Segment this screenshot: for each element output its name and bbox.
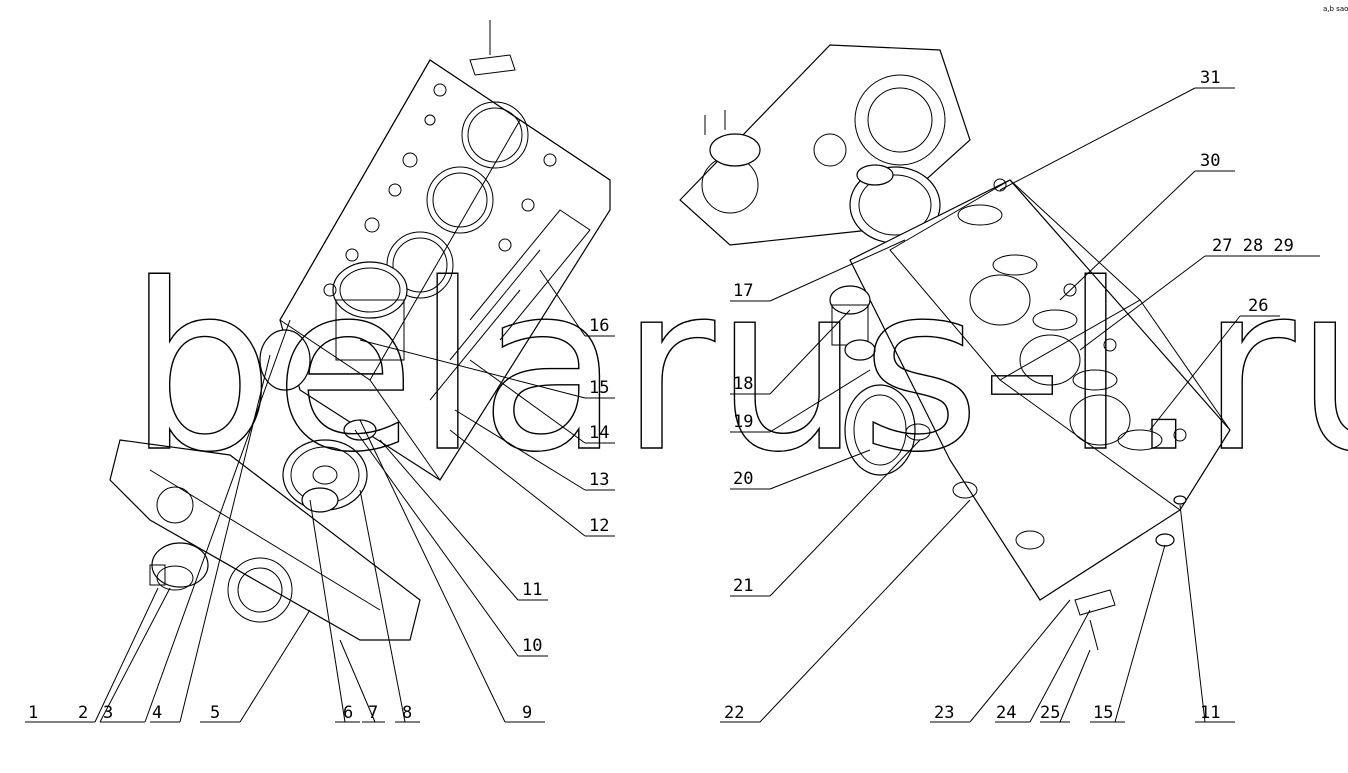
callout-24: 24 <box>996 703 1016 723</box>
callout-12: 12 <box>589 516 609 536</box>
callouts-left-assembly-right: 16 15 14 13 12 11 10 <box>354 269 615 657</box>
callout-10: 10 <box>522 636 542 656</box>
callouts-right-assembly-left: 17 18 19 20 21 <box>730 239 921 597</box>
callout-19: 19 <box>733 412 753 432</box>
callout-23: 23 <box>934 703 954 723</box>
watermark-text: belarus-l.ru <box>128 236 1348 503</box>
callout-26: 26 <box>1248 296 1268 316</box>
callout-15-bottom: 15 <box>1093 703 1113 723</box>
callout-18: 18 <box>733 374 753 394</box>
callout-9: 9 <box>522 703 532 723</box>
callout-1: 1 <box>28 703 38 723</box>
callout-25: 25 <box>1040 703 1060 723</box>
left-front-cover <box>109 439 421 641</box>
right-gear <box>849 164 941 244</box>
left-gear <box>259 329 377 513</box>
callout-4: 4 <box>152 703 162 723</box>
callout-30: 30 <box>1200 151 1220 171</box>
callout-11: 11 <box>522 580 542 600</box>
callouts-right-assembly-bottom: 22 23 24 25 15 11 <box>720 499 1235 723</box>
callout-8: 8 <box>402 703 412 723</box>
callout-22: 22 <box>724 703 744 723</box>
callouts-bottom-left: 1 2 3 4 5 6 7 8 9 <box>25 319 545 723</box>
callout-27-28-29: 27 28 29 <box>1212 236 1294 256</box>
callout-2: 2 <box>78 703 88 723</box>
callout-14: 14 <box>589 423 609 443</box>
callout-20: 20 <box>733 469 753 489</box>
callout-21: 21 <box>733 576 753 596</box>
callout-3: 3 <box>103 703 113 723</box>
corner-note: a,b sao <box>1323 5 1348 13</box>
callout-17: 17 <box>733 281 753 301</box>
callout-7: 7 <box>368 703 378 723</box>
callout-11-bottom: 11 <box>1200 703 1220 723</box>
callout-5: 5 <box>210 703 220 723</box>
left-engine-block <box>279 20 611 481</box>
callout-15: 15 <box>589 378 609 398</box>
callout-31: 31 <box>1200 68 1220 88</box>
callouts-right-assembly-top: 31 30 27 28 29 26 <box>999 68 1320 431</box>
callout-6: 6 <box>343 703 353 723</box>
callout-13: 13 <box>589 470 609 490</box>
callout-16: 16 <box>589 316 609 336</box>
